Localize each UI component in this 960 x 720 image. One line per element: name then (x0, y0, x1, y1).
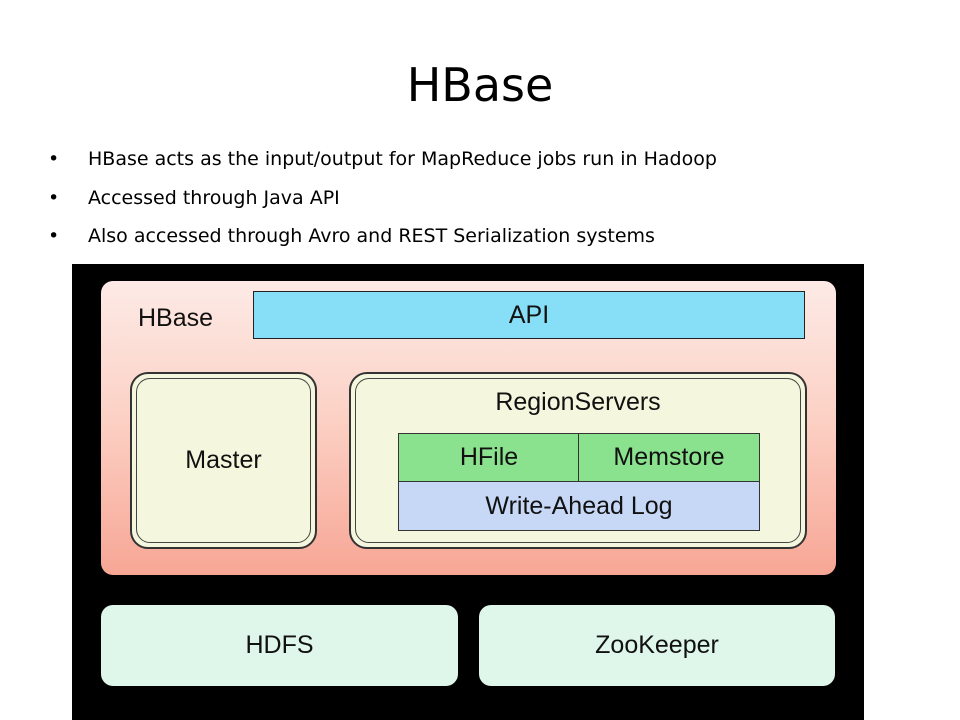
api-box: API (253, 291, 805, 339)
hdfs-box: HDFS (101, 605, 458, 686)
hbase-label: HBase (138, 304, 214, 332)
regionservers-label: RegionServers (495, 388, 661, 416)
hfile-label: HFile (459, 443, 519, 471)
bullet-dot-icon: • (48, 186, 60, 209)
bullet-text: HBase acts as the input/output for MapRe… (88, 148, 717, 170)
slide-title: HBase (406, 58, 554, 112)
bullet-item: • HBase acts as the input/output for Map… (48, 144, 717, 183)
hfile-cell: HFile (398, 433, 580, 482)
bullet-item: • Also accessed through Avro and REST Se… (48, 221, 717, 260)
bullet-text: Accessed through Java API (88, 186, 340, 209)
write-ahead-log-label: Write-Ahead Log (485, 491, 673, 520)
bullet-dot-icon: • (48, 148, 60, 170)
memstore-label: Memstore (613, 443, 725, 471)
zookeeper-box: ZooKeeper (479, 605, 835, 686)
api-label: API (508, 300, 550, 329)
bullet-list: • HBase acts as the input/output for Map… (48, 144, 717, 260)
master-box: Master (130, 372, 317, 549)
master-label: Master (185, 446, 262, 474)
write-ahead-log-cell: Write-Ahead Log (398, 481, 760, 531)
memstore-cell: Memstore (578, 433, 760, 482)
hdfs-label: HDFS (245, 631, 314, 659)
architecture-diagram: HBase API Master RegionServers HFile Mem… (72, 264, 864, 720)
regionservers-inner-border (355, 378, 801, 543)
bullet-item: • Accessed through Java API (48, 183, 717, 222)
zookeeper-label: ZooKeeper (595, 631, 719, 659)
bullet-dot-icon: • (48, 225, 60, 247)
bullet-text: Also accessed through Avro and REST Seri… (88, 225, 655, 247)
master-inner-border (136, 378, 311, 543)
